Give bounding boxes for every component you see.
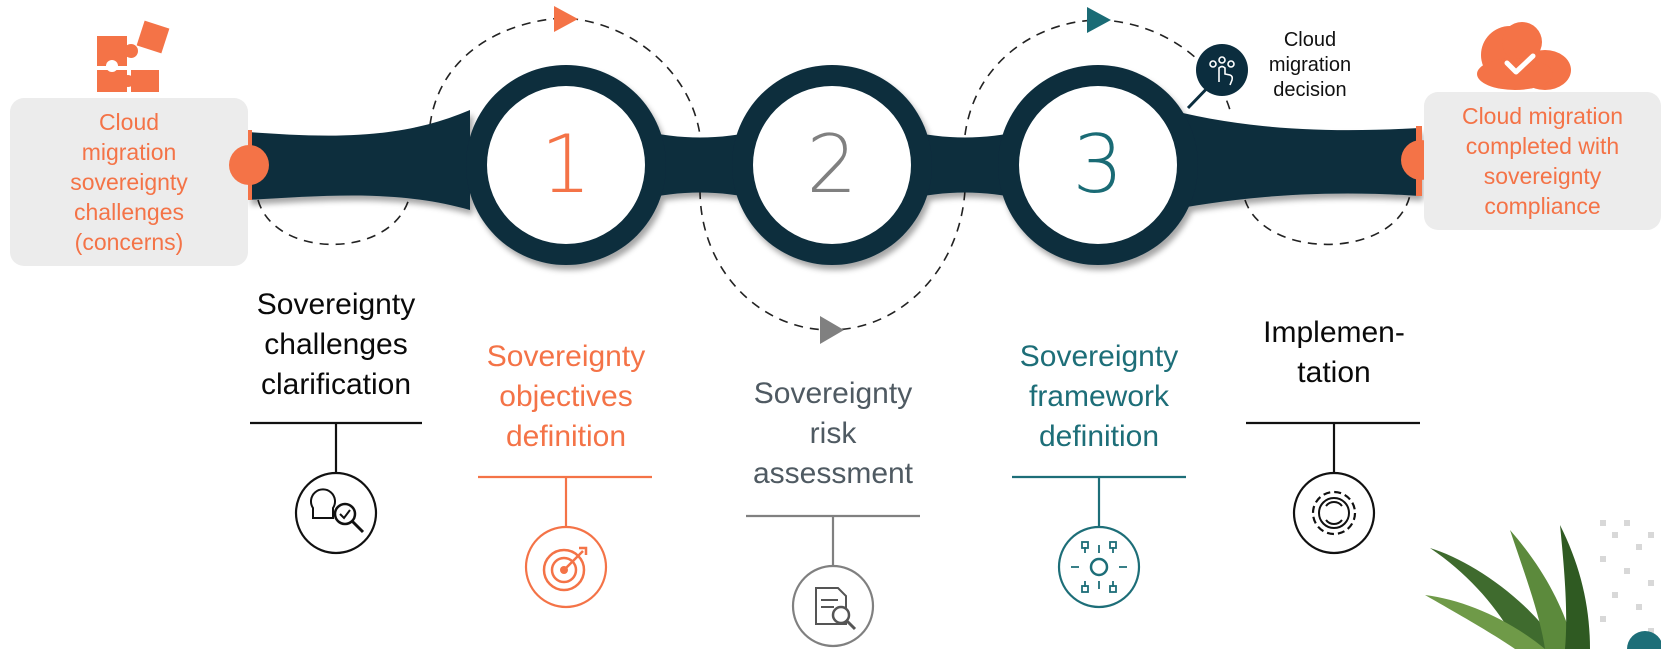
end-box-text: Cloud migration completed with sovereign… [1461, 103, 1624, 219]
gray-arrow-marker [820, 316, 844, 344]
gear-cycle-icon [1292, 471, 1376, 555]
touch-icon [1196, 44, 1248, 96]
step-2-disc [753, 86, 911, 244]
orange-arrow-marker [554, 6, 578, 32]
puzzle-icon [97, 20, 170, 92]
touch-icon-glyph [1209, 56, 1235, 86]
lightbulb-magnifier-icon [294, 471, 378, 555]
end-marker-bar [1416, 126, 1422, 196]
start-box-text: Cloud migration sovereignty challenges (… [70, 109, 188, 255]
step-number-3: 3 [1072, 118, 1124, 211]
end-box: Cloud migration completed with sovereign… [1424, 92, 1661, 230]
palm-leaf [1425, 525, 1590, 649]
step-number-2: 2 [806, 118, 858, 211]
phase-label-risk: Sovereignty risk assessment [752, 377, 914, 490]
step-3-disc [1019, 86, 1177, 244]
phase-label-objectives: Sovereignty objectives definition [486, 340, 646, 453]
phase-label-clarification: Sovereignty challenges clarification [256, 288, 416, 401]
teal-arrow-marker [1087, 7, 1111, 33]
cloud-check-icon [1477, 22, 1571, 90]
start-box: Cloud migration sovereignty challenges (… [10, 98, 248, 266]
document-search-icon [791, 564, 875, 648]
decision-label: Cloud migration decision [1268, 29, 1352, 101]
phase-connectors [250, 421, 1420, 565]
pixel-dots [1600, 520, 1654, 634]
phase-label-implementation: Implemen- tation [1263, 316, 1405, 389]
phase-label-framework: Sovereignty framework definition [1019, 340, 1179, 453]
step-number-1: 1 [540, 118, 592, 211]
corner-accent [1627, 631, 1661, 649]
step-1-disc [487, 86, 645, 244]
target-arrow-icon [524, 525, 608, 609]
network-gear-icon [1057, 525, 1141, 609]
